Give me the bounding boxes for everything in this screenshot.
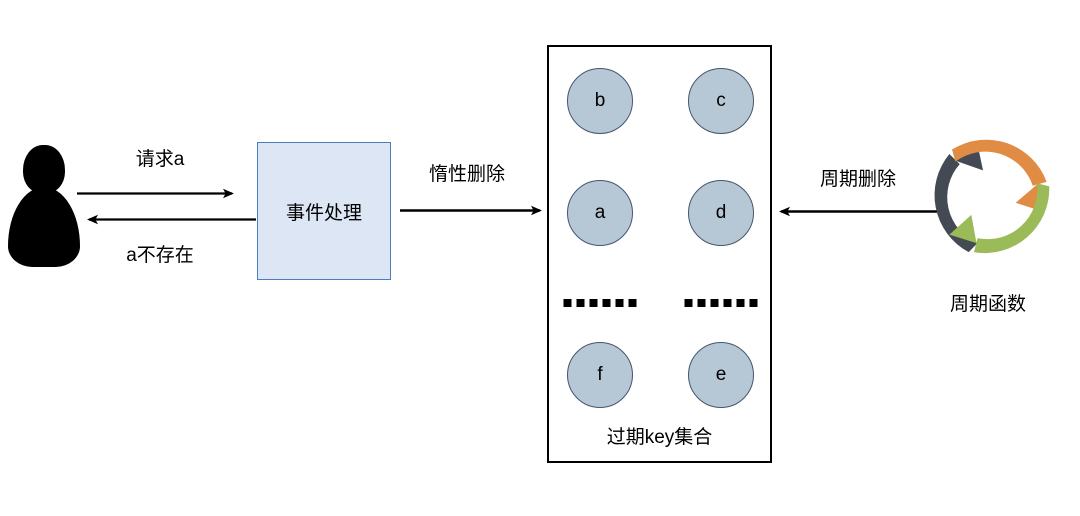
arrow-periodic-delete bbox=[779, 206, 938, 217]
dot bbox=[684, 299, 693, 307]
key-circle-a[interactable]: a bbox=[567, 180, 633, 246]
dot bbox=[723, 299, 732, 307]
dot bbox=[615, 299, 624, 307]
arrow-not-exist bbox=[87, 214, 256, 225]
cycle-refresh-icon bbox=[928, 134, 1052, 258]
ellipsis-dots-left bbox=[563, 299, 637, 307]
arrow-lazy-delete bbox=[400, 205, 542, 216]
key-circle-f[interactable]: f bbox=[567, 342, 633, 408]
dot bbox=[697, 299, 706, 307]
flow-label-request: 请求a bbox=[135, 149, 185, 170]
dot bbox=[736, 299, 745, 307]
flow-label-periodic-delete: 周期删除 bbox=[819, 169, 897, 190]
dot bbox=[563, 299, 572, 307]
dot bbox=[749, 299, 758, 307]
expired-key-set-caption: 过期key集合 bbox=[606, 427, 713, 448]
ellipsis-dots-right bbox=[684, 299, 758, 307]
cycle-segment-green-arrow bbox=[949, 183, 1050, 254]
dot bbox=[628, 299, 637, 307]
key-circle-d[interactable]: d bbox=[688, 180, 754, 246]
dot bbox=[576, 299, 585, 307]
key-circle-c[interactable]: c bbox=[688, 68, 754, 134]
arrow-request bbox=[77, 188, 234, 199]
flow-label-lazy-delete: 惰性删除 bbox=[428, 164, 506, 185]
cycle-function-label: 周期函数 bbox=[949, 294, 1027, 315]
client-actor-icon bbox=[8, 145, 80, 267]
key-circle-e[interactable]: e bbox=[688, 342, 754, 408]
dot bbox=[710, 299, 719, 307]
flow-label-not-exist: a不存在 bbox=[126, 245, 194, 266]
expired-key-set-box[interactable]: b c a d f e 过期key集合 bbox=[547, 45, 772, 463]
dot bbox=[589, 299, 598, 307]
event-process-label: 事件处理 bbox=[285, 202, 362, 224]
event-process-box[interactable]: 事件处理 bbox=[257, 142, 391, 280]
actor-head-icon bbox=[23, 145, 65, 193]
dot bbox=[602, 299, 611, 307]
key-circle-b[interactable]: b bbox=[567, 68, 633, 134]
